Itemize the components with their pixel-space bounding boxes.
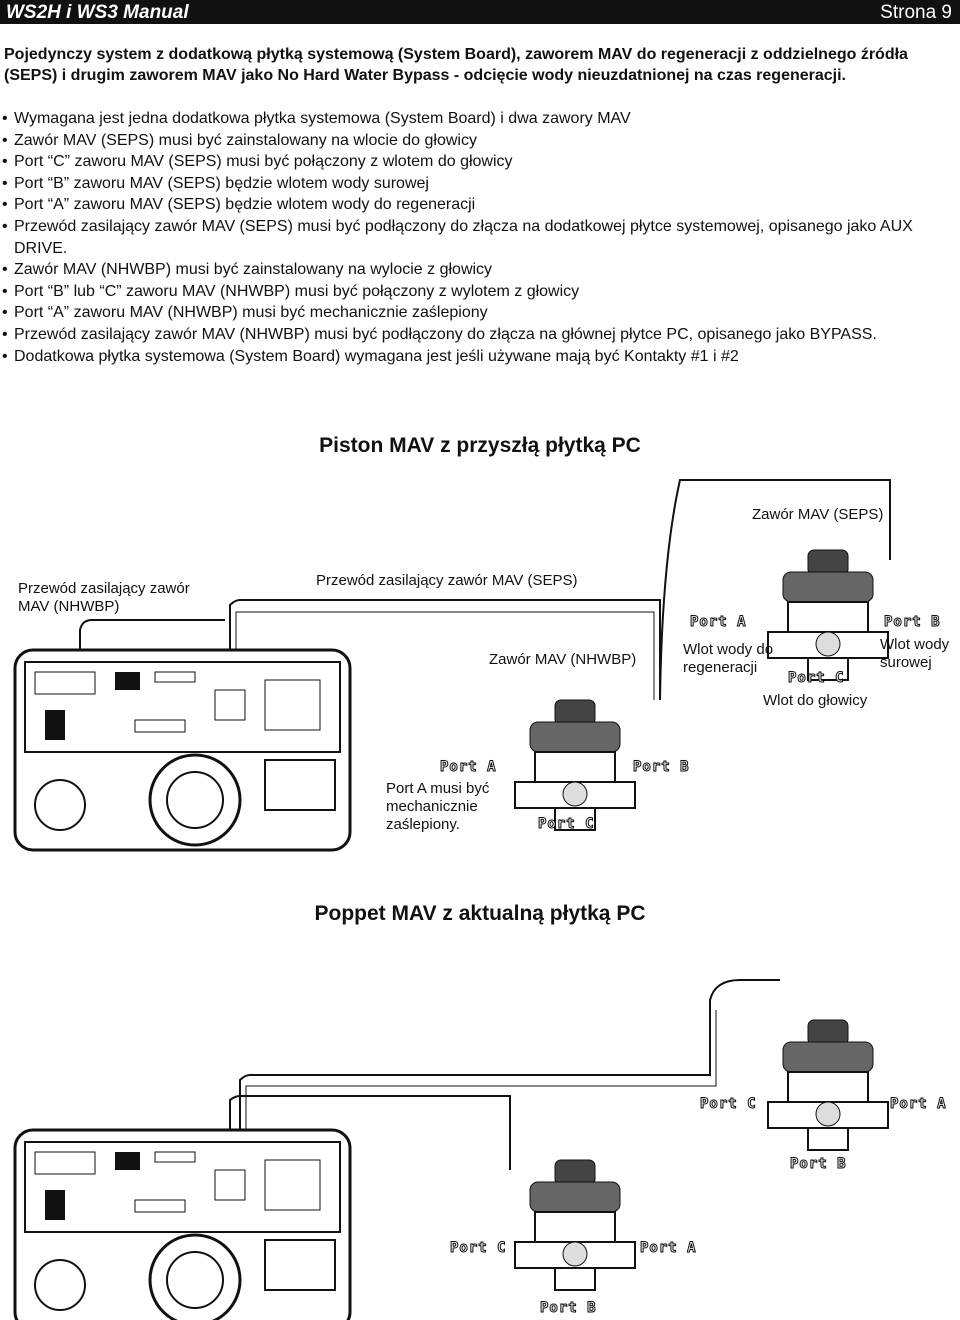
nhwbp-port-b: Port B bbox=[633, 759, 690, 776]
nhwbp-port-a: Port A bbox=[440, 759, 497, 776]
seps-port-b: Port B bbox=[884, 614, 941, 631]
seps-valve-label: Zawór MAV (SEPS) bbox=[752, 506, 884, 523]
list-item: Zawór MAV (SEPS) musi być zainstalowany … bbox=[0, 130, 955, 152]
seps-port-c: Port C bbox=[788, 670, 845, 687]
head-inlet-label: Wlot do głowicy bbox=[763, 692, 868, 709]
upper-port-c: Port C bbox=[700, 1096, 757, 1113]
seps-cable-wire bbox=[229, 479, 891, 701]
list-item: Port “A” zaworu MAV (SEPS) będzie wlotem… bbox=[0, 194, 955, 216]
list-item: Zawór MAV (NHWBP) musi być zainstalowany… bbox=[0, 259, 955, 281]
list-item: Port “A” zaworu MAV (NHWBP) musi być mec… bbox=[0, 302, 955, 324]
lower-port-a: Port A bbox=[640, 1240, 697, 1257]
raw-inlet-label: Wlot wody surowej bbox=[880, 636, 950, 671]
nhwbp-valve-drawing bbox=[514, 699, 636, 831]
requirements-list: Wymagana jest jedna dodatkowa płytka sys… bbox=[0, 108, 955, 367]
upper-port-b: Port B bbox=[790, 1156, 847, 1173]
diagram-1-title: Piston MAV z przyszłą płytką PC bbox=[319, 434, 641, 457]
plugged-port-label: Port A musi być mechanicznie zaślepiony. bbox=[386, 780, 490, 833]
nhwbp-port-c: Port C bbox=[538, 816, 595, 833]
upper-poppet-valve-drawing bbox=[767, 1019, 889, 1151]
list-item: Port “C” zaworu MAV (SEPS) musi być połą… bbox=[0, 151, 955, 173]
manual-title: WS2H i WS3 Manual bbox=[6, 2, 189, 23]
list-item: Przewód zasilający zawór MAV (NHWBP) mus… bbox=[0, 324, 955, 346]
nhwbp-valve-label: Zawór MAV (NHWBP) bbox=[489, 651, 637, 668]
regen-inlet-label: Wlot wody do regeneracji bbox=[683, 641, 774, 676]
lower-cable-wire bbox=[229, 1095, 511, 1170]
diagram-2-title: Poppet MAV z aktualną płytką PC bbox=[314, 902, 646, 925]
lower-port-b: Port B bbox=[540, 1300, 597, 1317]
list-item: Wymagana jest jedna dodatkowa płytka sys… bbox=[0, 108, 955, 130]
pc-board-diagram-2 bbox=[13, 1128, 352, 1320]
page-number: Strona 9 bbox=[880, 2, 952, 23]
upper-port-a: Port A bbox=[890, 1096, 947, 1113]
intro-heading: Pojedynczy system z dodatkową płytką sys… bbox=[4, 46, 908, 84]
nhwbp-cable-label: Przewód zasilający zawór MAV (NHWBP) bbox=[18, 580, 190, 615]
pc-board-diagram-1 bbox=[13, 648, 352, 852]
seps-port-a: Port A bbox=[690, 614, 747, 631]
nhwbp-cable-wire bbox=[79, 619, 225, 650]
list-item: Dodatkowa płytka systemowa (System Board… bbox=[0, 346, 955, 368]
list-item: Przewód zasilający zawór MAV (SEPS) musi… bbox=[0, 216, 955, 259]
lower-poppet-valve-drawing bbox=[514, 1159, 636, 1291]
page-header: WS2H i WS3 Manual Strona 9 bbox=[0, 0, 960, 24]
list-item: Port “B” lub “C” zaworu MAV (NHWBP) musi… bbox=[0, 281, 955, 303]
list-item: Port “B” zaworu MAV (SEPS) będzie wlotem… bbox=[0, 173, 955, 195]
lower-port-c: Port C bbox=[450, 1240, 507, 1257]
upper-cable-wire bbox=[239, 979, 780, 1130]
seps-cable-label: Przewód zasilający zawór MAV (SEPS) bbox=[316, 572, 578, 589]
